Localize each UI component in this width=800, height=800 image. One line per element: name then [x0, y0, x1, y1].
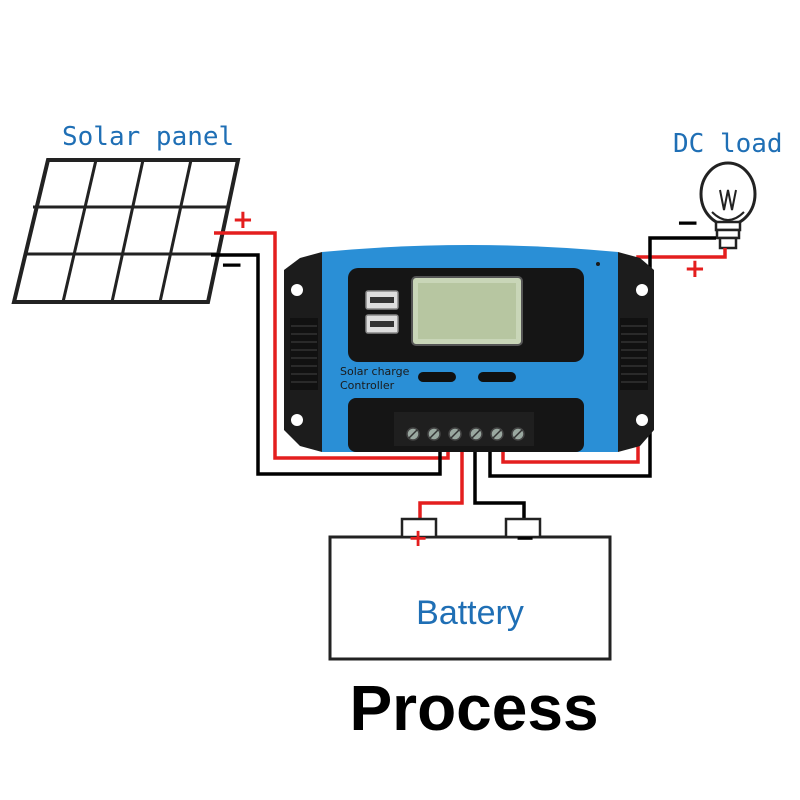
solar-positive-wire	[214, 231, 450, 460]
load-plus-sign: +	[684, 254, 706, 284]
controller-label-line2: Controller	[340, 379, 395, 392]
solar-minus-sign: −	[220, 248, 243, 281]
battery-negative-terminal	[504, 517, 542, 539]
battery-negative-wire	[473, 446, 526, 520]
battery-minus-sign: −	[515, 524, 535, 552]
light-bulb-icon	[699, 161, 757, 250]
load-minus-sign: −	[676, 206, 699, 239]
battery	[328, 517, 612, 661]
usb-port-icon	[365, 314, 399, 334]
load-negative-wire	[488, 236, 716, 478]
solar-negative-wire	[211, 253, 442, 476]
controller-button-left	[418, 372, 456, 382]
charge-controller: Solar charge Controller	[284, 245, 654, 452]
controller-label-line1: Solar charge	[340, 365, 410, 378]
controller-button-right	[478, 372, 516, 382]
dc-load-label: DC load	[673, 129, 783, 159]
battery-label: Battery	[416, 594, 524, 632]
battery-plus-sign: +	[408, 524, 428, 552]
solar-panel-icon	[11, 158, 241, 304]
battery-positive-terminal	[400, 517, 438, 539]
solar-plus-sign: +	[232, 205, 254, 235]
terminal-screw-icon	[406, 427, 525, 441]
diagram-caption: Process	[349, 672, 598, 744]
solar-panel-label: Solar panel	[62, 122, 234, 152]
battery-positive-wire	[418, 446, 464, 520]
usb-port-icon	[365, 290, 399, 310]
